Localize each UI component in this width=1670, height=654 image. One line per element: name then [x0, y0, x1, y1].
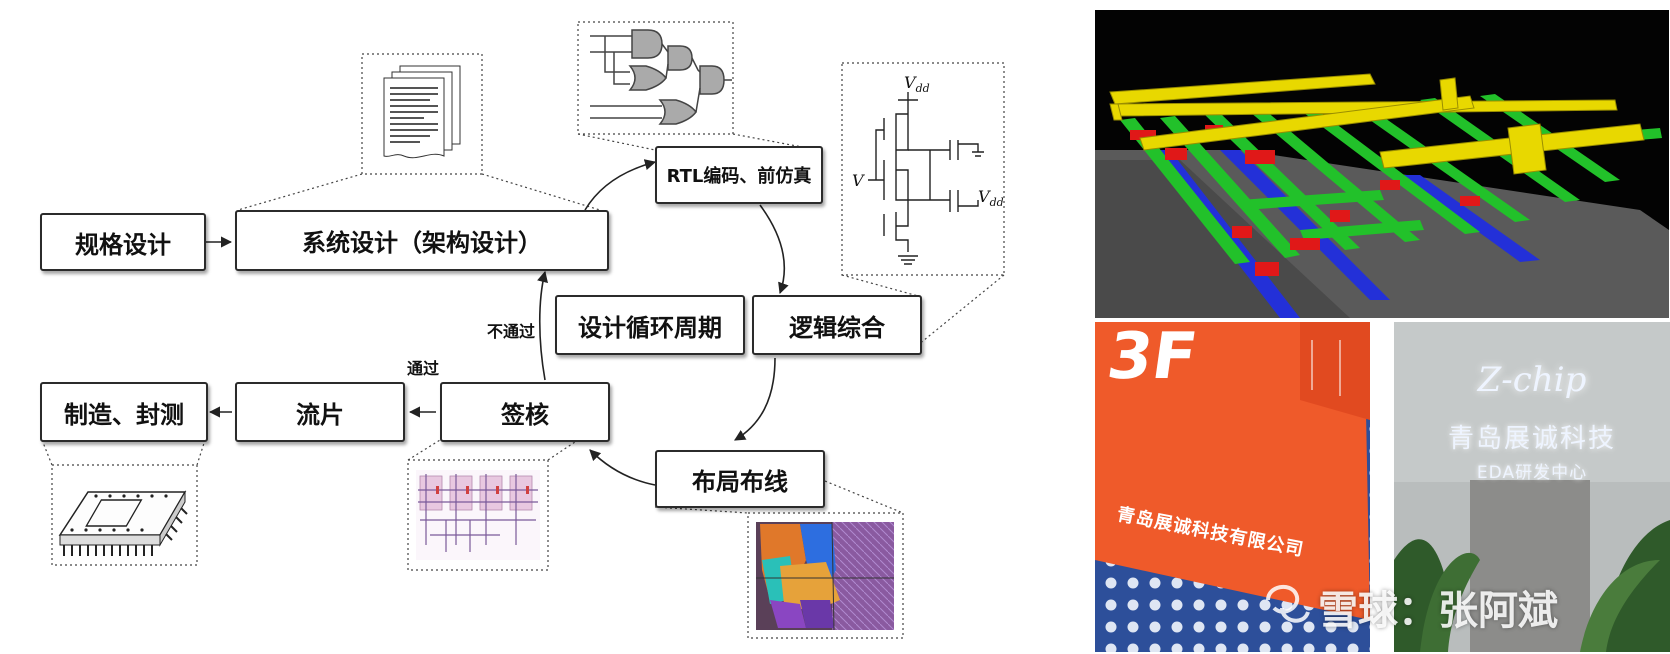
logic-synthesis-label: 逻辑综合 — [789, 313, 885, 342]
lobby-company-name: 青岛展诚科技 — [1447, 424, 1616, 454]
chip-callout-frame — [51, 464, 198, 566]
lobby-department: EDA研发中心 — [1476, 463, 1588, 483]
design-cycle-label: 设计循环周期 — [578, 313, 722, 342]
lobby-photo — [1394, 322, 1670, 652]
arrow-rtl-to-synthesis — [759, 204, 789, 295]
rtl-coding-box: RTL编码、前仿真 — [655, 146, 823, 204]
callout-frames — [41, 21, 1005, 639]
doc-callout-lines — [237, 173, 601, 211]
doc-callout-frame — [361, 53, 483, 175]
logic-gates-icon — [590, 29, 732, 125]
transistor-schematic-icon — [868, 92, 984, 265]
transistor-callout-frame — [841, 62, 1005, 276]
manufacture-test-label: 制造、封测 — [64, 400, 184, 429]
pnr-callout-lines — [654, 480, 904, 514]
signage-photo — [1095, 322, 1370, 652]
signoff-label: 签核 — [501, 400, 549, 429]
vdd-top-label: Vdd — [904, 73, 930, 95]
pass-label: 通过 — [407, 359, 440, 378]
flow-arrows — [206, 159, 789, 486]
interconnect-3d-render — [1095, 10, 1669, 318]
document-stack-icon — [383, 65, 461, 159]
place-route-label: 布局布线 — [692, 467, 788, 496]
tapeout-label: 流片 — [296, 400, 344, 429]
sign-floor-number: 3F — [1102, 320, 1202, 394]
rtl-coding-label: RTL编码、前仿真 — [666, 166, 812, 187]
vin-label: V — [852, 171, 865, 190]
xueqiu-logo-icon — [1266, 584, 1310, 623]
pnr-die-icon — [756, 521, 894, 631]
vdd-right-label: Vdd — [978, 187, 1004, 209]
signoff-layout-icon — [416, 470, 540, 560]
signoff-callout-frame — [407, 459, 549, 571]
place-route-box: 布局布线 — [655, 450, 825, 508]
logic-synthesis-box: 逻辑综合 — [752, 295, 922, 355]
manufacture-test-box: 制造、封测 — [40, 382, 208, 442]
arrow-synthesis-to-layout — [734, 357, 776, 441]
design-cycle-box: 设计循环周期 — [555, 295, 745, 355]
spec-design-box: 规格设计 — [40, 213, 206, 271]
chip-callout-lines — [41, 439, 206, 466]
gate-callout-lines — [577, 133, 819, 151]
arrow-system-to-rtl — [584, 159, 657, 211]
system-design-label: 系统设计（架构设计） — [302, 229, 542, 257]
signoff-box: 签核 — [440, 382, 610, 442]
transistor-callout-lines — [841, 274, 1005, 346]
fail-label: 不通过 — [487, 322, 536, 341]
ic-chip-icon — [58, 490, 188, 556]
xueqiu-watermark: 雪球：张阿斌 — [1318, 588, 1558, 634]
signoff-callout-lines — [407, 439, 579, 461]
spec-design-label: 规格设计 — [75, 230, 171, 259]
lobby-brand-logo: Z-chip — [1477, 360, 1587, 400]
arrow-signoff-to-system — [537, 270, 548, 381]
tapeout-box: 流片 — [235, 382, 405, 442]
arrow-layout-to-signoff — [589, 449, 656, 486]
system-design-box: 系统设计（架构设计） — [235, 210, 609, 271]
gate-callout-frame — [577, 21, 734, 135]
